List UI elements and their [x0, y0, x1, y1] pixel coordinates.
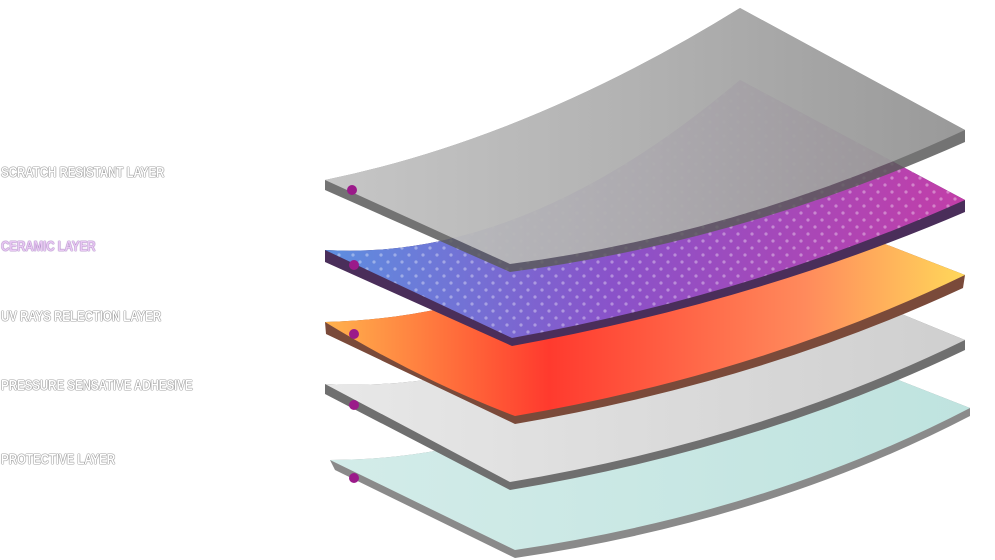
leader-line-3 — [0, 329, 359, 339]
layer-label-scratch-resistant: SCRATCH RESISTANT LAYER — [1, 164, 165, 181]
layer-label-uv-rays: UV RAYS RELECTION LAYER — [1, 308, 162, 325]
leader-line-1 — [0, 185, 357, 195]
leader-line-5 — [2, 473, 359, 483]
scratch-layer-sheet — [325, 8, 965, 272]
layer-label-adhesive: PRESSURE SENSATIVE ADHESIVE — [1, 377, 193, 394]
leader-line-2 — [0, 260, 359, 270]
leader-line-4 — [2, 400, 359, 410]
layer-label-protective: PROTECTIVE LAYER — [1, 451, 116, 468]
layer-label-ceramic: CERAMIC LAYER — [1, 238, 96, 255]
